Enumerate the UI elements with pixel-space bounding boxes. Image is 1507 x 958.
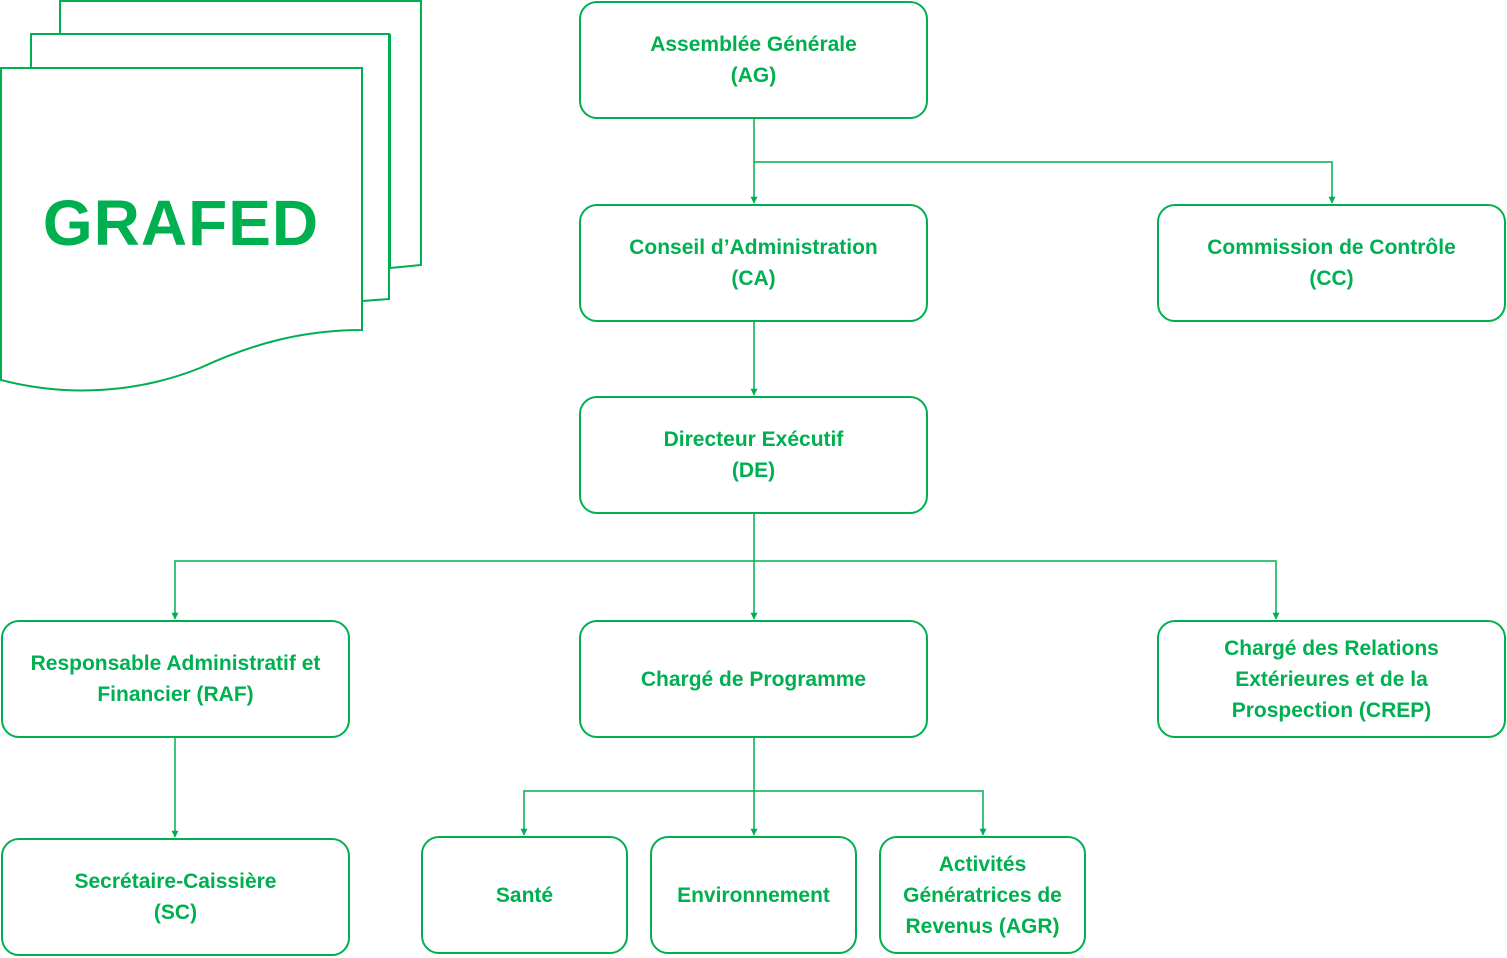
- node-label: (CA): [731, 267, 776, 290]
- node-label: Chargé des Relations: [1224, 636, 1439, 660]
- node-sante: Santé: [421, 836, 628, 954]
- node-conseil-administration: Conseil d’Administration (CA): [579, 204, 928, 322]
- logo-text: GRAFED: [42, 187, 320, 259]
- node-secretaire-caissiere: Secrétaire-Caissière (SC): [1, 838, 350, 956]
- node-label: Environnement: [677, 883, 830, 907]
- node-label: Directeur Exécutif: [663, 428, 844, 451]
- node-label: Secrétaire-Caissière: [74, 870, 277, 893]
- node-activites-generatrices-revenus: Activités Génératrices de Revenus (AGR): [879, 836, 1086, 954]
- node-label: Conseil d’Administration: [629, 236, 878, 259]
- node-label: Assemblée Générale: [650, 33, 857, 56]
- node-commission-controle: Commission de Contrôle (CC): [1157, 204, 1506, 322]
- node-label: (CC): [1309, 267, 1354, 290]
- node-responsable-administratif-financier: Responsable Administratif et Financier (…: [1, 620, 350, 738]
- node-charge-programme: Chargé de Programme: [579, 620, 928, 738]
- node-label: Extérieures et de la: [1235, 667, 1428, 691]
- node-label: (DE): [731, 459, 776, 482]
- node-label: Activités: [938, 852, 1027, 876]
- node-label: Chargé de Programme: [640, 667, 867, 691]
- node-label: (AG): [730, 64, 777, 87]
- node-environnement: Environnement: [650, 836, 857, 954]
- node-directeur-executif: Directeur Exécutif (DE): [579, 396, 928, 514]
- node-label: Santé: [495, 883, 554, 907]
- node-label: Financier (RAF): [97, 683, 254, 706]
- connector-lines: [171, 119, 1336, 838]
- node-label: Prospection (CREP): [1231, 698, 1432, 722]
- node-assemblee-generale: Assemblée Générale (AG): [579, 1, 928, 119]
- node-charge-relations-exterieures: Chargé des Relations Extérieures et de l…: [1157, 620, 1506, 738]
- node-label: Commission de Contrôle: [1207, 236, 1456, 259]
- multi-document-icon: [0, 0, 422, 392]
- node-label: (SC): [153, 901, 198, 924]
- node-label: Revenus (AGR): [905, 914, 1060, 938]
- node-label: Génératrices de: [903, 883, 1062, 907]
- node-label: Responsable Administratif et: [30, 652, 321, 675]
